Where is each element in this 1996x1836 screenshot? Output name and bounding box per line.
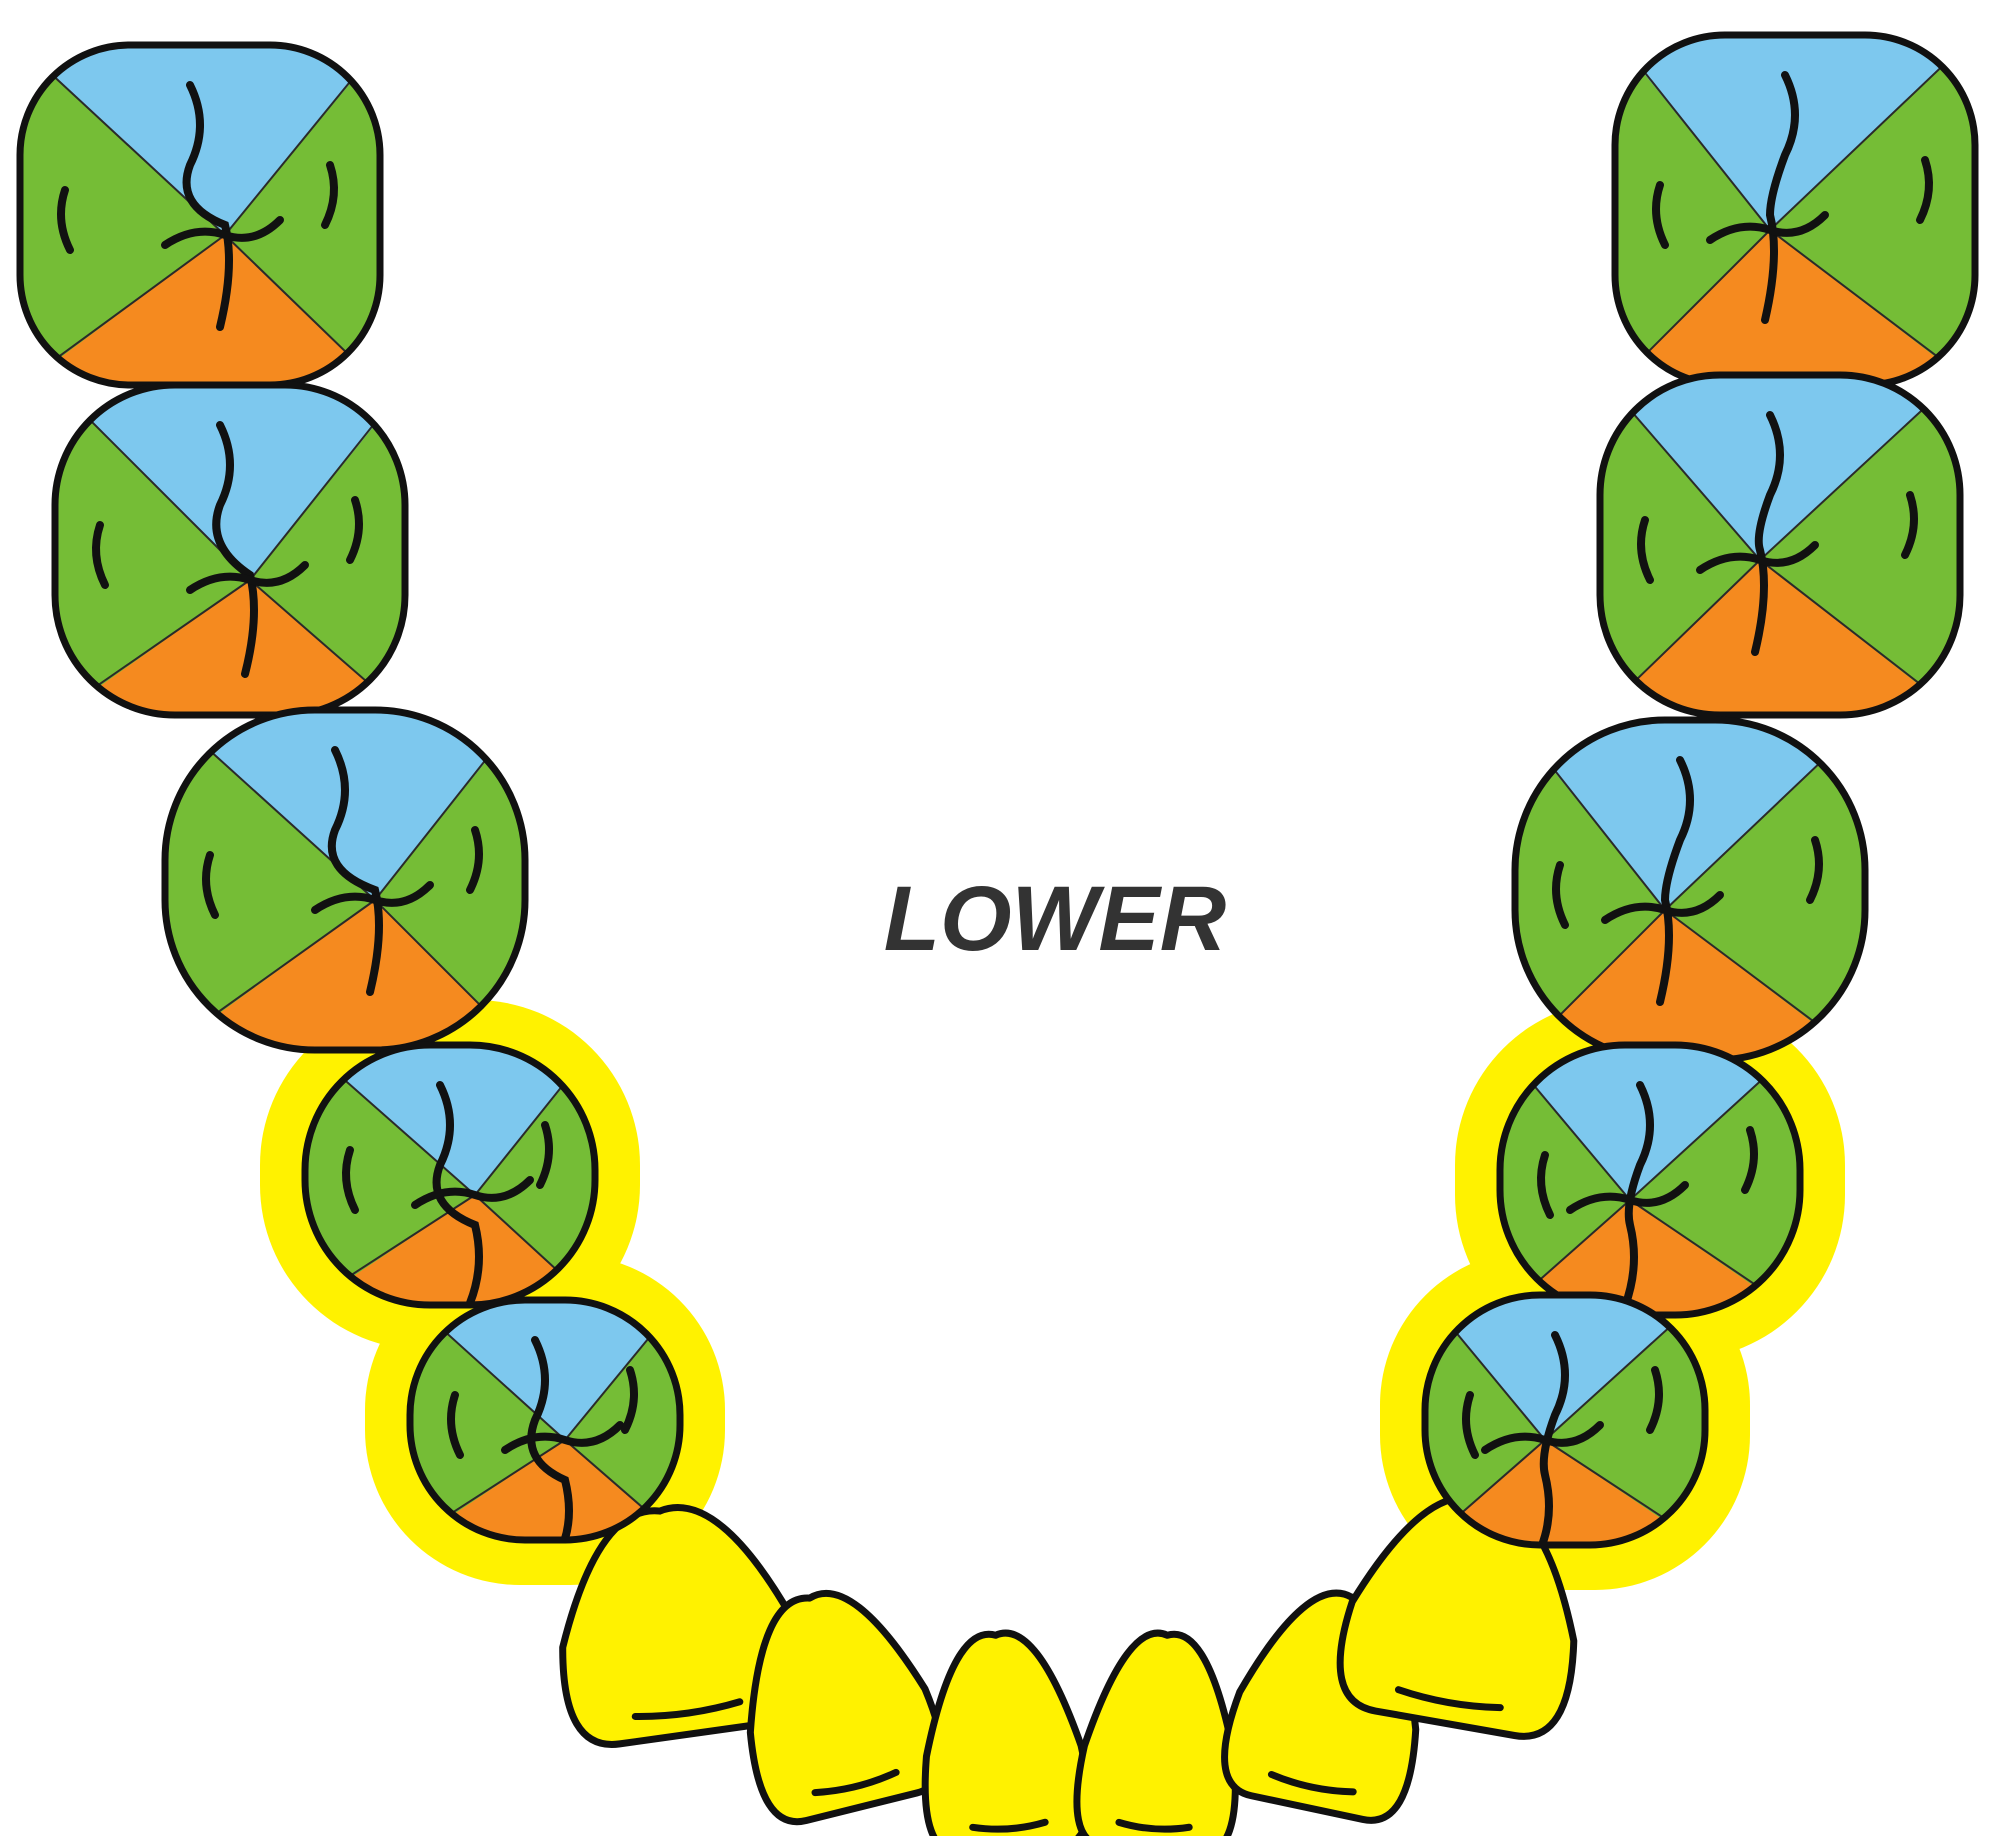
left-second-molar: [45, 375, 415, 725]
right-first-molar: [1505, 710, 1875, 1070]
arch-title: LOWER: [884, 868, 1226, 970]
tooth-outline: [1074, 1628, 1247, 1836]
right-central-incisor: [1074, 1628, 1247, 1836]
right-second-molar: [1590, 365, 1970, 725]
anterior-teeth: [543, 1480, 1599, 1836]
tooth-outline: [914, 1628, 1091, 1836]
right-second-premolar: [1490, 1035, 1810, 1325]
left-central-incisor: [914, 1628, 1091, 1836]
left-third-molar: [10, 35, 390, 395]
right-first-premolar: [1415, 1285, 1715, 1555]
right-third-molar: [1605, 25, 1985, 395]
left-first-molar: [155, 700, 535, 1060]
left-second-premolar: [295, 1035, 605, 1315]
